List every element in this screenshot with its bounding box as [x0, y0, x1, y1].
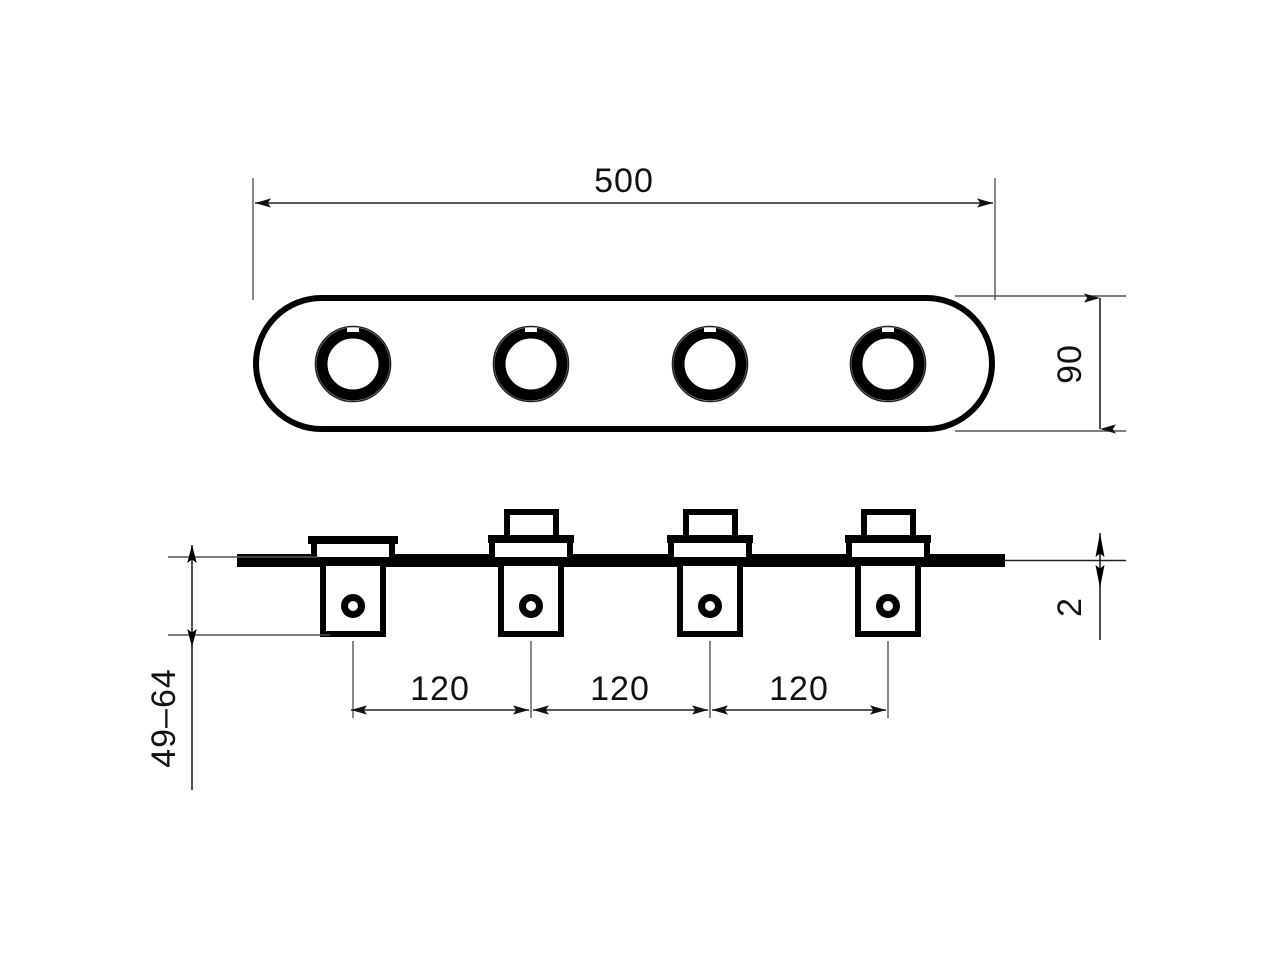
dimension-overall-width: 500	[252, 162, 996, 300]
knob-index-mark	[525, 327, 537, 332]
valve-collar-top-rim	[488, 535, 574, 543]
dim-label-overall-width: 500	[594, 162, 654, 200]
valve-cap	[504, 509, 559, 541]
dimension-overall-height: 90	[955, 293, 1126, 434]
dimension-spacing-1-2: 120	[351, 670, 529, 715]
dimension-valve-projection: 49–64	[145, 545, 330, 790]
knob-index-mark	[704, 327, 716, 332]
dimension-plate-thickness: 2	[1051, 533, 1105, 640]
valve-port-hole	[519, 594, 543, 618]
knob-1	[314, 325, 392, 403]
dimension-spacing-3-4: 120	[712, 670, 886, 715]
knob-group	[314, 325, 927, 403]
dim-arrow-up	[187, 545, 197, 563]
section-plate	[237, 554, 1126, 567]
knob-index-mark	[882, 327, 894, 332]
valve-collar-top-rim	[308, 536, 398, 544]
dim-label-plate-thickness: 2	[1051, 597, 1089, 617]
knob-3	[671, 325, 749, 403]
plate-outline-top-view	[253, 295, 995, 432]
valve-collar-top-rim	[667, 535, 753, 543]
knob-2	[492, 325, 570, 403]
valve-4	[845, 509, 931, 718]
trim-plate-body	[253, 295, 995, 432]
knob-index-mark	[347, 327, 359, 332]
valve-cap	[683, 509, 738, 541]
valve-port-hole	[698, 594, 722, 618]
plate-section-slab	[237, 554, 1005, 567]
valve-1	[308, 536, 398, 718]
dim-label-spacing-2-3: 120	[590, 670, 650, 708]
dim-arrow-down	[187, 629, 197, 647]
valve-port-hole	[876, 594, 900, 618]
dim-arrow-up-small	[1095, 565, 1105, 588]
knob-4	[849, 325, 927, 403]
dim-label-spacing-1-2: 120	[410, 670, 470, 708]
valve-3	[667, 509, 753, 718]
dimension-spacing-2-3: 120	[533, 670, 708, 715]
dim-label-spacing-3-4: 120	[769, 670, 829, 708]
dim-label-overall-height: 90	[1051, 344, 1089, 384]
valve-2	[488, 509, 574, 718]
dim-label-valve-projection: 49–64	[145, 668, 183, 768]
valve-port-hole	[341, 594, 365, 618]
dim-arrow-down-small	[1095, 533, 1105, 557]
valve-cap	[861, 509, 916, 541]
valve-collar-top-rim	[845, 535, 931, 543]
